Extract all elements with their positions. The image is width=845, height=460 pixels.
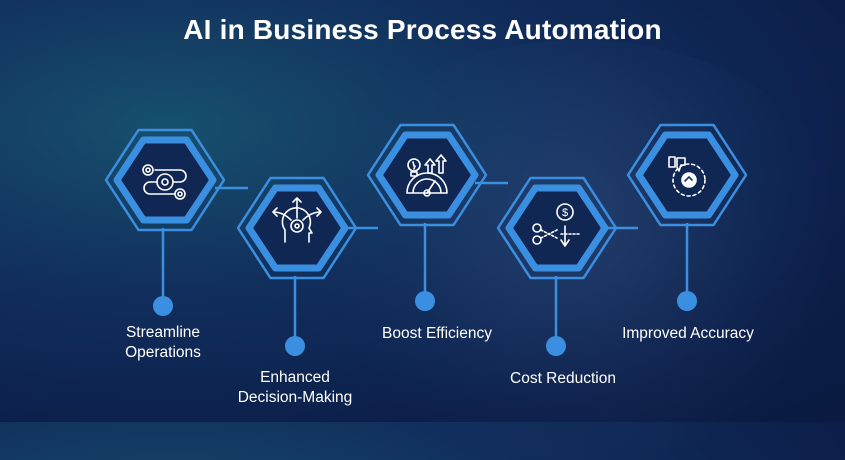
label-enhanced-decision-making: Enhanced Decision-Making [215, 368, 375, 408]
dots [153, 291, 697, 356]
hexagon-inner-ring [505, 184, 609, 272]
label-cost-reduction: Cost Reduction [483, 369, 643, 389]
head-gear-arrows-icon [272, 197, 322, 243]
gears-workflow-icon [142, 164, 187, 200]
label-line: Boost Efficiency [382, 325, 492, 342]
svg-text:$: $ [562, 207, 568, 219]
label-line: Cost Reduction [510, 370, 616, 387]
page-title: AI in Business Process Automation [183, 14, 662, 45]
scissors-dollar-icon: $ [532, 203, 580, 247]
hexagon-1 [104, 128, 226, 232]
hexagon-inner-ring [375, 131, 479, 219]
target-thumbs-icon [668, 156, 706, 197]
label-line: Operations [125, 344, 201, 361]
label-line: Streamline [125, 324, 201, 341]
bulb-gauge-arrows-icon [406, 154, 448, 197]
hexagon-3 [366, 123, 488, 227]
dot-1 [153, 296, 173, 316]
label-line: Improved Accuracy [622, 325, 754, 342]
hexagon-outer-ring [626, 123, 748, 227]
process-diagram: $ [104, 123, 748, 356]
hexagon-outer-ring [496, 176, 618, 280]
hexagon-outer-ring [366, 123, 488, 227]
label-line: Decision-Making [237, 389, 353, 406]
hexagon-outer-ring [104, 128, 226, 232]
hexagon-outer-ring [236, 176, 358, 280]
hexagon-4 [496, 176, 618, 280]
label-improved-accuracy: Improved Accuracy [603, 324, 773, 344]
dot-2 [285, 336, 305, 356]
dot-4 [546, 336, 566, 356]
hexagon-inner-ring [113, 136, 217, 224]
label-streamline-operations: Streamline Operations [83, 323, 243, 363]
connectors [161, 181, 689, 340]
dot-3 [415, 291, 435, 311]
label-line: Enhanced [260, 369, 330, 386]
label-boost-efficiency: Boost Efficiency [357, 324, 517, 344]
dot-5 [677, 291, 697, 311]
